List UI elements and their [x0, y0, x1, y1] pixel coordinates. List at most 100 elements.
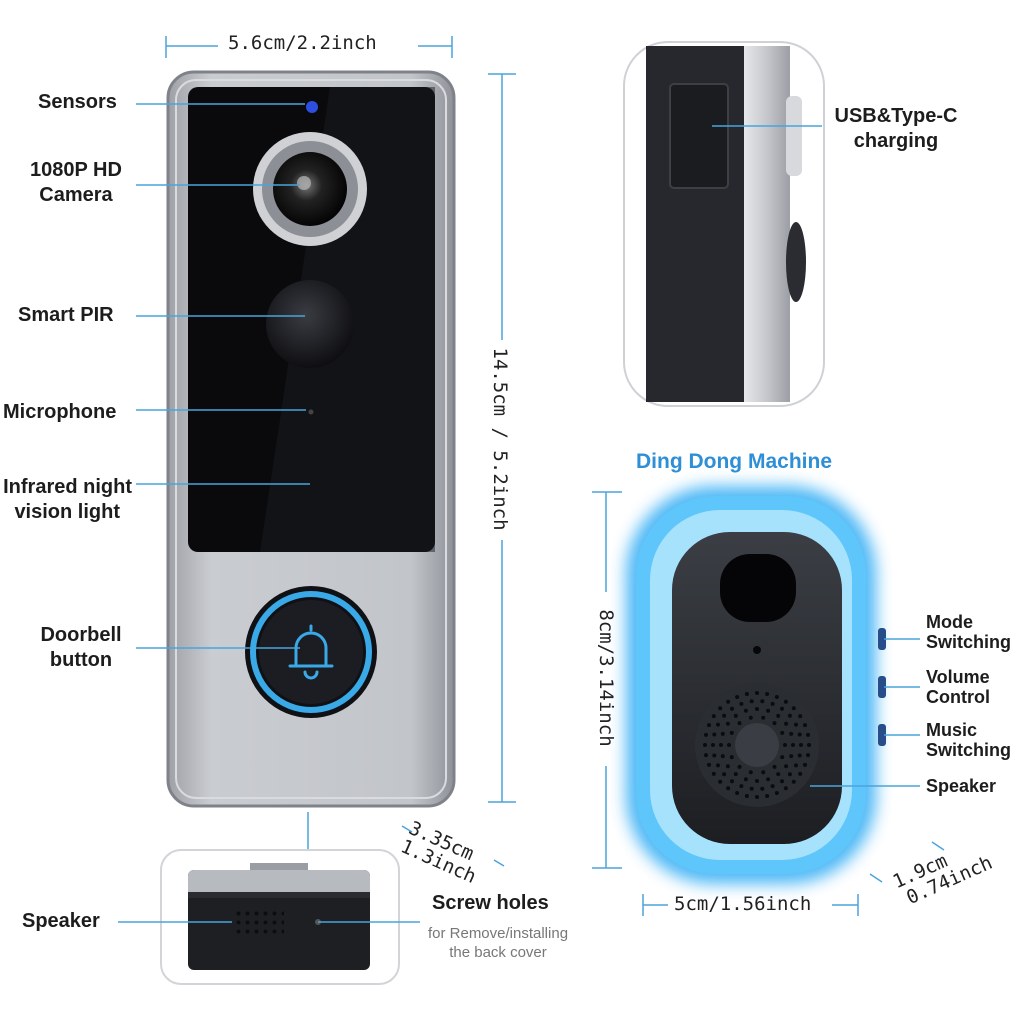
speaker-hole	[733, 713, 738, 718]
speaker-hole	[772, 764, 777, 769]
music-switch-button	[878, 724, 886, 746]
speaker-hole	[743, 708, 748, 713]
screw-holes-label: Screw holes	[432, 892, 549, 914]
music-line2: Switching	[926, 740, 1011, 760]
speaker-hole	[711, 771, 716, 776]
speaker-hole	[780, 730, 785, 735]
chime-height-dimension-label: 8cm/3.14inch	[595, 609, 617, 747]
speaker-hole	[729, 755, 734, 760]
volume-line2: Control	[926, 687, 990, 707]
mode-line1: Mode	[926, 612, 973, 632]
speaker-hole	[783, 786, 788, 791]
charging-label-line1: USB&Type-C	[834, 105, 958, 127]
speaker-hole	[719, 743, 723, 747]
speaker-hole	[755, 707, 759, 711]
speaker-hole	[727, 743, 731, 747]
volume-line1: Volume	[926, 667, 990, 687]
music-line1: Music	[926, 720, 978, 740]
chime-height-dimension-line	[592, 491, 622, 869]
speaker-hole	[722, 713, 727, 718]
music-switching-label: Music Switching	[926, 720, 1011, 760]
speaker-hole	[789, 754, 794, 759]
speaker-hole	[783, 743, 787, 747]
speaker-hole	[718, 779, 723, 784]
speaker-hole	[730, 706, 734, 711]
bottom-speaker-label: Speaker	[22, 910, 100, 932]
screw-holes-note: for Remove/installing the back cover	[408, 924, 588, 962]
speaker-hole	[749, 786, 754, 791]
speaker-hole	[776, 713, 781, 718]
speaker-hole	[716, 722, 720, 727]
sensor-led	[306, 101, 318, 113]
mode-switching-label: Mode Switching	[926, 612, 1011, 652]
speaker-hole	[760, 699, 765, 704]
charging-label: USB&Type-C charging	[826, 104, 966, 154]
chime-led	[753, 646, 761, 654]
doorbell-button-label-line1: Doorbell	[40, 624, 122, 646]
speaker-hole	[726, 699, 731, 704]
microphone-label: Microphone	[3, 401, 117, 423]
speaker-hole	[718, 706, 723, 711]
chime-title: Ding Dong Machine	[636, 450, 832, 473]
speaker-hole	[748, 715, 753, 720]
speaker-hole	[707, 762, 711, 767]
speaker-hole	[797, 732, 802, 737]
speaker-hole	[739, 784, 744, 789]
speaker-hole	[770, 701, 775, 706]
microphone-hole	[308, 409, 314, 415]
width-dimension-label: 5.6cm/2.2inch	[228, 32, 377, 54]
speaker-hole	[737, 721, 742, 726]
speaker-hole	[735, 695, 740, 699]
speaker-hole	[803, 723, 807, 728]
speaker-hole	[712, 753, 717, 758]
speaker-hole	[761, 770, 766, 775]
speaker-hole	[755, 779, 759, 783]
speaker-hole	[787, 713, 792, 718]
speaker-hole	[798, 771, 803, 776]
speaker-hole	[716, 763, 720, 768]
charging-label-line2: charging	[853, 130, 939, 152]
speaker-hole	[755, 691, 759, 695]
chime-leader-lines	[810, 638, 920, 787]
speaker-hole	[766, 708, 771, 713]
chime-speaker-label: Speaker	[926, 776, 997, 796]
speaker-hole	[703, 743, 707, 747]
speaker-hole	[807, 743, 811, 747]
speaker-hole	[743, 777, 748, 782]
camera-label: 1080P HD Camera	[16, 158, 136, 208]
doorbell-button-label: Doorbell button	[20, 623, 142, 673]
speaker-hole	[780, 755, 785, 760]
camera-label-line1: 1080P HD	[30, 159, 122, 181]
doorbell-leader-lines	[136, 103, 310, 880]
speaker-hole	[704, 753, 708, 758]
width-dimension-line	[165, 36, 453, 58]
infrared-label-line2: vision light	[14, 501, 120, 523]
speaker-hole	[798, 714, 803, 719]
speaker-hole	[749, 699, 754, 704]
depth-dimension-line	[401, 825, 505, 867]
speaker-hole	[799, 743, 803, 747]
doorbell-front	[166, 70, 456, 808]
speaker-hole	[791, 779, 796, 784]
speaker-hole	[770, 784, 775, 789]
speaker-hole	[712, 732, 717, 737]
speaker-hole	[722, 772, 727, 777]
chime-width-dimension-label: 5cm/1.56inch	[674, 893, 812, 915]
speaker-hole	[737, 764, 742, 769]
speaker-hole	[794, 763, 798, 768]
pir-sensor	[266, 280, 354, 368]
speaker-hole	[794, 722, 798, 727]
chime-device	[626, 486, 886, 884]
speaker-hole	[744, 692, 749, 696]
bottom-view	[160, 849, 400, 985]
speaker-hole	[787, 772, 792, 777]
speaker-hole	[725, 764, 730, 769]
speaker-hole	[739, 701, 744, 706]
speaker-hole	[784, 721, 789, 726]
speaker-hole	[755, 795, 759, 799]
speaker-hole	[765, 692, 770, 696]
speaker-hole	[725, 721, 730, 726]
speaker-hole	[720, 731, 725, 736]
speaker-hole	[720, 754, 725, 759]
